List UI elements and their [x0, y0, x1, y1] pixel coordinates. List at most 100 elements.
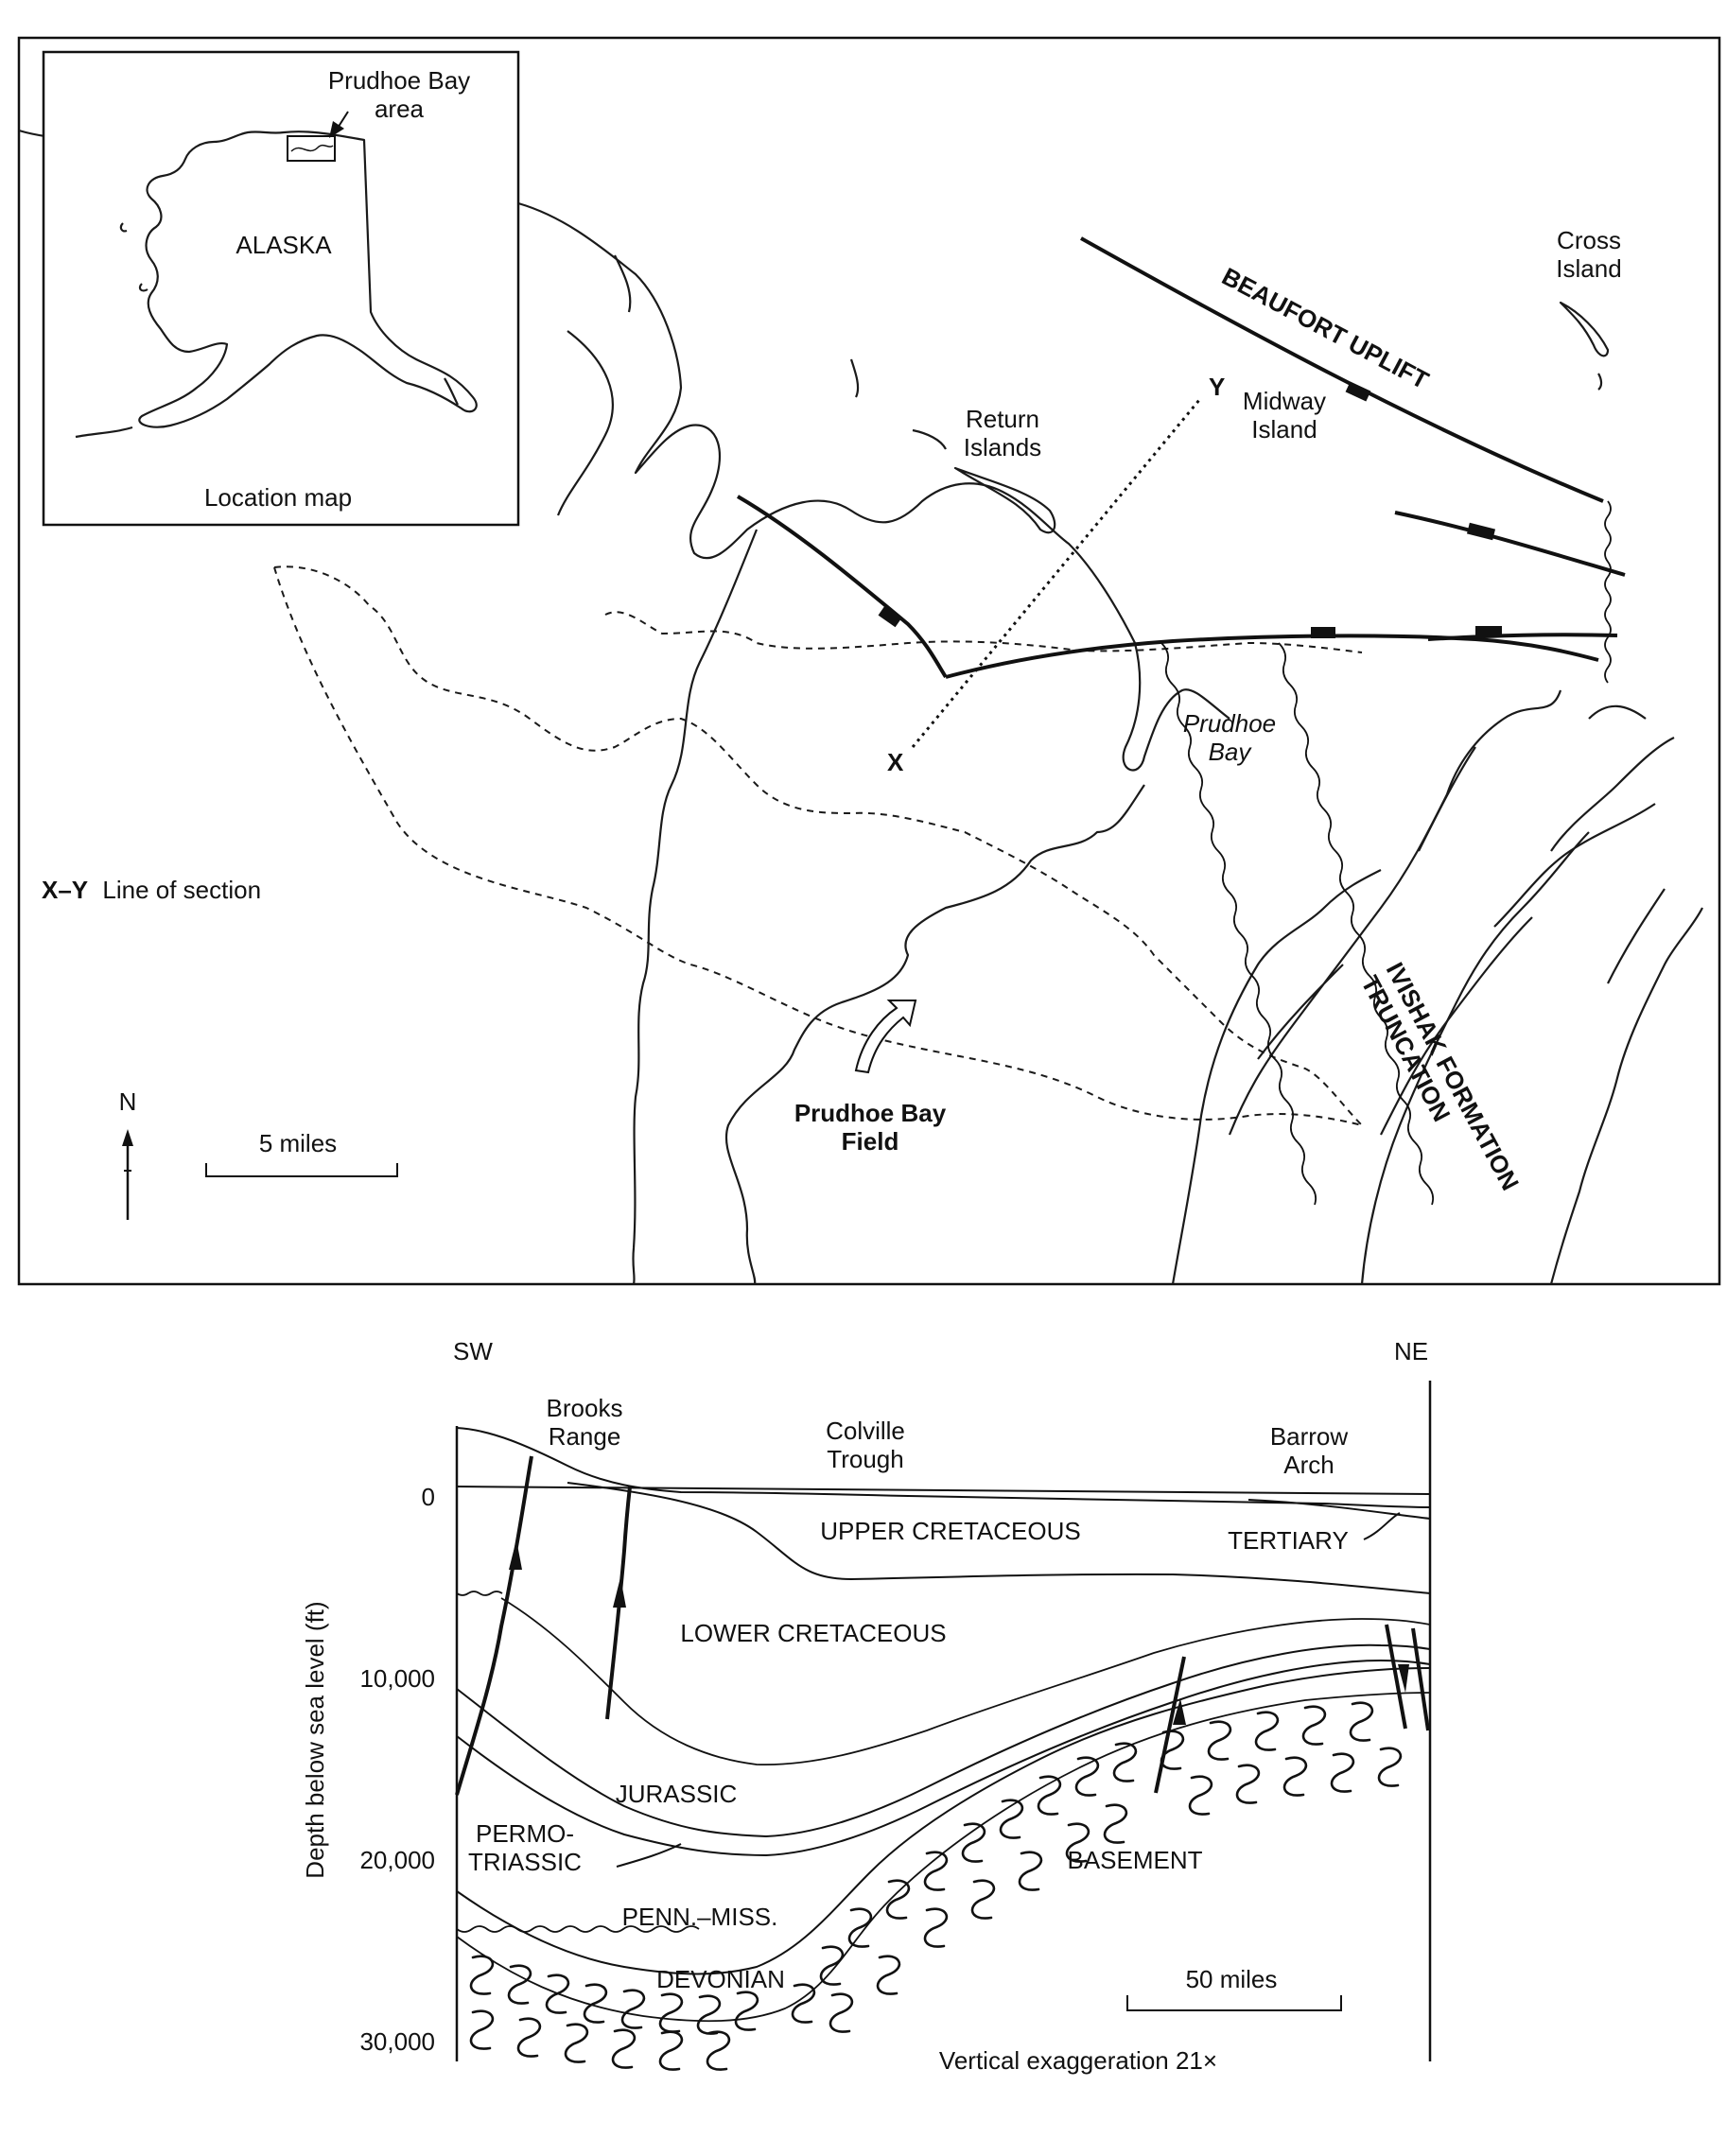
normal-fault-1 — [1385, 1624, 1407, 1730]
depth-axis-label: Depth below sea level (ft) — [301, 1601, 329, 1878]
ne-direction-label: NE — [1394, 1337, 1428, 1365]
fault-tick — [878, 605, 902, 628]
prudhoe-bay-area-label-line: area — [375, 95, 425, 123]
vertical-exaggeration-note: Vertical exaggeration 21× — [939, 2046, 1217, 2075]
fault-arrow-icon — [509, 1539, 522, 1570]
point-x-label: X — [887, 748, 904, 776]
thrust-fault-2 — [605, 1486, 632, 1720]
tick-20000: 20,000 — [359, 1846, 435, 1874]
field-arrow-icon — [854, 1000, 917, 1074]
prudhoe-bay-label-line: Prudhoe — [1183, 709, 1276, 738]
north-label: N — [119, 1087, 137, 1116]
fault-tick — [1311, 627, 1335, 638]
river-west — [632, 529, 759, 1285]
area-pointer-arrowhead-icon — [329, 121, 344, 138]
brooks-range-label-line: Range — [549, 1422, 621, 1451]
fault-tick — [1345, 381, 1371, 402]
jurassic-label: JURASSIC — [616, 1780, 738, 1808]
topography-surface — [456, 1427, 1431, 1508]
basement-label: BASEMENT — [1067, 1846, 1202, 1874]
river-central — [724, 784, 1145, 1285]
field-north-dashed — [604, 611, 1363, 653]
prudhoe-bay-label-line: Bay — [1209, 738, 1253, 766]
basement-swirls — [469, 1701, 1403, 2071]
prudhoe-bay-area-label-line: Prudhoe Bay — [328, 66, 470, 95]
prudhoe-bay-field-label-line: Field — [842, 1127, 899, 1156]
midway-island-label-line: Midway — [1243, 387, 1326, 415]
fault-tick — [1475, 626, 1502, 637]
permo-triassic-label-line: PERMO- — [476, 1819, 574, 1848]
map-scale-label: 5 miles — [259, 1129, 337, 1157]
sea-level-line — [456, 1486, 1431, 1495]
return-islands-label-line: Islands — [964, 433, 1041, 461]
line-of-section-key: X–Y Line of section — [42, 876, 261, 904]
alaska-islands — [75, 222, 459, 439]
jurassic-base — [456, 1643, 1431, 1838]
inset-frame — [42, 50, 520, 527]
field-boundary-dashed — [273, 566, 1363, 1126]
tertiary-base — [1247, 1499, 1431, 1520]
field-outline-dashed — [273, 565, 1363, 1126]
normal-fault-2 — [1411, 1627, 1430, 1731]
beaufort-uplift-label: BEAUFORT UPLIFT — [1217, 262, 1433, 394]
penn-miss-base — [456, 1667, 1431, 1975]
ivishak-truncation-label: IVISHAK FORMATIONTRUNCATION — [1355, 958, 1525, 1208]
tertiary-label: TERTIARY — [1228, 1526, 1349, 1555]
tertiary-leader — [1363, 1512, 1401, 1540]
upper-cretaceous-label: UPPER CRETACEOUS — [820, 1517, 1080, 1545]
prudhoe-bay-field-label-line: Prudhoe Bay — [794, 1099, 947, 1127]
line-of-section — [911, 399, 1201, 748]
depth-axis: 0 10,000 20,000 30,000 Depth below sea l… — [301, 1483, 435, 2056]
lower-cretaceous-label: LOWER CRETACEOUS — [680, 1619, 946, 1647]
prudhoe-bay-area-box — [287, 135, 336, 162]
brooks-range-label-line: Brooks — [547, 1394, 623, 1422]
tick-10000: 10,000 — [359, 1664, 435, 1693]
east-boundary-wavy — [1604, 500, 1612, 684]
tick-0: 0 — [422, 1483, 435, 1511]
fault-arrow-icon — [1173, 1698, 1186, 1725]
fault-northwest — [736, 495, 948, 679]
alaska-label: ALASKA — [236, 231, 332, 259]
cross-island-label-line: Island — [1556, 254, 1621, 283]
penn-miss-label: PENN.–MISS. — [622, 1903, 778, 1931]
fault-beaufort — [1080, 236, 1604, 503]
cross-island — [1559, 301, 1610, 357]
line-of-section-key-text: Line of section — [102, 876, 261, 904]
river-braid — [1228, 689, 1562, 1136]
permo-triassic-leader — [616, 1843, 682, 1868]
permo-triassic-label: PERMO-TRIASSIC — [468, 1819, 582, 1876]
line-of-section-key-symbol: X–Y — [42, 876, 88, 904]
prudhoe-bay-area-squiggle — [290, 144, 334, 152]
delta-channels — [1493, 704, 1675, 984]
truncation-line-1 — [1160, 642, 1317, 1206]
cross-island-label-line: Cross — [1557, 226, 1621, 254]
fault-east-short — [1427, 633, 1618, 641]
small-islands — [614, 254, 1603, 450]
devonian-label: DEVONIAN — [656, 1965, 785, 1993]
section-scale-bar — [1126, 1995, 1342, 2011]
river-east-2 — [1360, 831, 1590, 1285]
colville-trough-label-line: Trough — [827, 1445, 903, 1473]
thrust-fault-3 — [1154, 1656, 1186, 1794]
permo-triassic-base — [456, 1659, 1431, 1857]
return-islands-label-line: Return — [966, 405, 1039, 433]
colville-trough-label-line: Colville — [826, 1417, 905, 1445]
devonian-base — [456, 1925, 700, 1933]
map-scale-bar — [205, 1163, 398, 1177]
tick-30000: 30,000 — [359, 2027, 435, 2056]
fault-arrow-icon — [613, 1577, 626, 1608]
alaska-outline — [138, 130, 478, 428]
fault-arrow-icon — [1398, 1664, 1409, 1693]
